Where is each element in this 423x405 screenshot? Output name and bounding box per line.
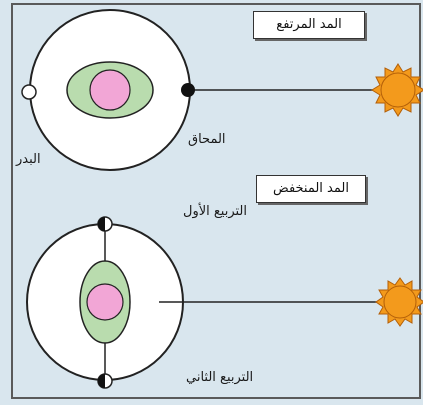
full-moon-icon — [22, 85, 36, 99]
new-moon-label: المحاق — [188, 132, 226, 147]
first-quarter-label: التربيع الأول — [183, 204, 247, 219]
third-quarter-moon-icon — [98, 374, 112, 388]
first-quarter-moon-icon — [98, 217, 112, 231]
earth-icon — [90, 70, 130, 110]
neap-tide-title: المد المنخفض — [256, 175, 366, 203]
full-moon-label: البدر — [16, 152, 41, 167]
third-quarter-label: التربيع الثاني — [186, 370, 253, 385]
spring-tide-title: المد المرتفع — [253, 11, 365, 39]
new-moon-icon — [181, 83, 195, 97]
earth-icon — [87, 284, 123, 320]
